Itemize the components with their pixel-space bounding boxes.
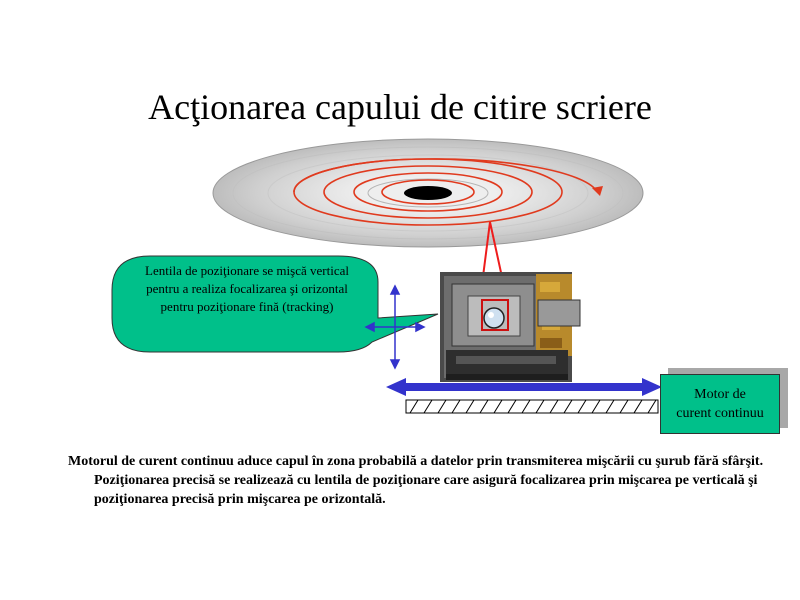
callout-text: Lentila de poziţionare se mişcă vertical… xyxy=(145,263,349,314)
description-paragraph: Motorul de curent continuu aduce capul î… xyxy=(68,454,764,507)
lens-movement-arrows xyxy=(364,284,426,370)
optical-pickup-head xyxy=(440,272,581,382)
slide-title: Acţionarea capului de citire scriere xyxy=(148,87,652,127)
track-direction-arrow xyxy=(592,186,603,196)
lens xyxy=(483,307,505,329)
motor-label-line1: Motor de xyxy=(694,387,746,402)
motor-label-line2: curent continuu xyxy=(676,406,764,421)
optical-disc xyxy=(212,138,644,248)
data-track-spiral xyxy=(293,158,597,226)
worm-screw-rail xyxy=(405,399,659,414)
motor-label-box: Motor de curent continuu xyxy=(660,374,780,434)
travel-arrow xyxy=(386,378,662,396)
callout-bubble xyxy=(111,255,439,353)
